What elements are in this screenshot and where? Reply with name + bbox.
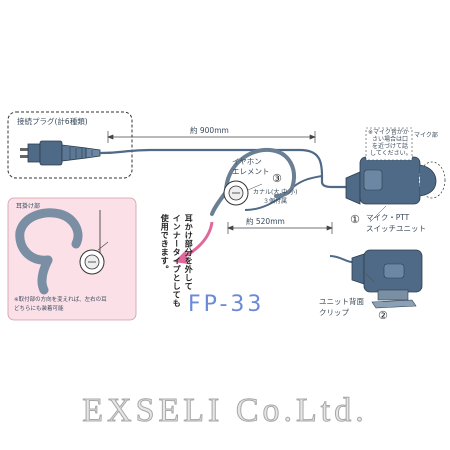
ear-hook-label: 耳掛け部 — [16, 203, 41, 210]
mic-note-line4: してください。 — [370, 150, 412, 157]
mic-note-box — [365, 127, 413, 161]
earphone-label-line2: エレメント — [232, 167, 270, 176]
clip-unit — [329, 249, 423, 309]
length-520-label: 約 520mm — [246, 217, 285, 226]
plug-icon — [20, 140, 101, 166]
model-number: FP-33 — [188, 292, 265, 317]
number-2-label: ② — [378, 309, 388, 322]
vertical-note-col3: 使用できます。 — [160, 214, 170, 274]
canal-label-2: ３個付属 — [263, 198, 288, 205]
vertical-note-col1: 耳かけ部分を外して — [184, 214, 194, 291]
earphone-assembly — [210, 147, 323, 216]
mic-ptt-unit — [345, 156, 446, 205]
clip-label-line1: ユニット背面 — [319, 297, 364, 306]
company-watermark: EXSELI Co.Ltd. — [82, 392, 368, 430]
mic-ptt-label-line2: スイッチユニット — [366, 224, 426, 233]
mic-note-line1: ※マイク音がか — [368, 129, 409, 136]
canal-label: カナル(大,中,小) — [253, 189, 298, 196]
mic-ptt-label-line1: マイク・PTT — [366, 213, 410, 222]
number-3-label: ③ — [272, 172, 282, 185]
plug-dashed-box — [7, 111, 133, 179]
main-cable — [99, 148, 346, 189]
clip-label-line2: クリップ — [319, 308, 349, 317]
inset-hook-illustration — [15, 208, 109, 295]
length-900-label: 約 900mm — [190, 126, 229, 135]
leader-lines — [247, 183, 387, 283]
inset-note-line1: ※取付部の方向を変えれば、左右の耳 — [14, 297, 107, 303]
dimension-900 — [107, 131, 316, 143]
inset-note-line2: どちらにも装着可能 — [14, 306, 64, 312]
vertical-note-col2: インナータイプとしても — [172, 214, 182, 308]
mic-note-line2: さい場合は口 — [372, 136, 409, 143]
mic-note-line3: を近づけて話 — [372, 143, 409, 150]
plug-label: 接続プラグ(計6種類) — [17, 117, 88, 126]
mic-part-label: マイク部 — [414, 132, 438, 139]
dimension-520 — [227, 222, 333, 234]
number-1-label: ① — [350, 213, 360, 226]
earphone-label-line1: イヤホン — [232, 157, 262, 166]
pink-arrow — [174, 221, 214, 264]
